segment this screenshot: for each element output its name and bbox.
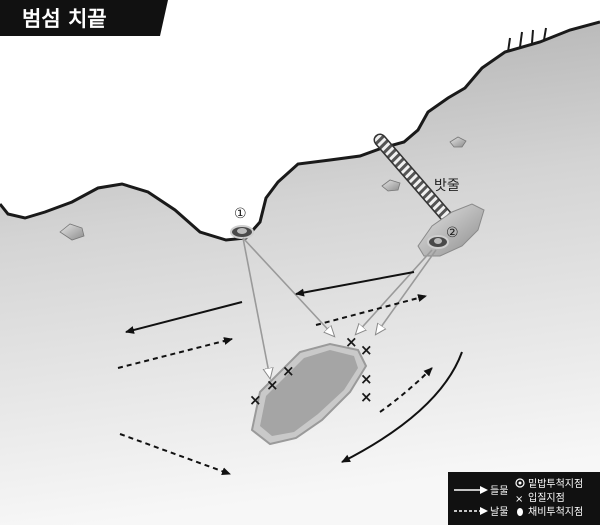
- bait-point-icon-dot: [518, 481, 522, 485]
- bite-mark: ×: [360, 388, 373, 406]
- incoming-tide-arrows: [125, 271, 463, 463]
- legend: 들물 날물 밑밥투척지점 × 입질지점 채비투척지점: [448, 472, 600, 525]
- legend-bait-point: 밑밥투척지점: [528, 478, 583, 490]
- legend-solid-arrowhead: [480, 486, 488, 494]
- bite-mark: ×: [360, 370, 373, 388]
- page-title: 범섬 치끝: [22, 7, 107, 31]
- shoreline-land: [0, 0, 600, 240]
- legend-dashed-arrowhead: [480, 507, 488, 515]
- bite-mark: ×: [249, 391, 262, 409]
- title-box: 범섬 치끝: [0, 0, 168, 36]
- bite-mark: ×: [266, 376, 279, 394]
- bait-point-icon: [515, 478, 525, 488]
- bite-point-marks: × × × × × × ×: [249, 333, 373, 409]
- shoreline-edge: [0, 20, 600, 242]
- cast-lines: [242, 237, 437, 378]
- bite-mark: ×: [360, 341, 373, 359]
- outgoing-tide-arrows: [117, 294, 433, 476]
- target-x-icon: ×: [515, 494, 523, 505]
- rope-label: 밧줄: [434, 178, 460, 194]
- submerged-rock: [250, 342, 368, 446]
- lure-point-icon: [517, 508, 523, 516]
- cliff-hatching: [507, 27, 547, 53]
- angler-marker-1: [230, 225, 254, 239]
- spot-2-label: ②: [446, 225, 459, 241]
- legend-incoming: 들물: [490, 485, 508, 497]
- legend-lure-point: 채비투척지점: [528, 506, 583, 518]
- spot-1-label: ①: [234, 206, 247, 222]
- bite-mark: ×: [282, 362, 295, 380]
- legend-target-point: 입질지점: [528, 491, 565, 504]
- bite-mark: ×: [345, 333, 358, 351]
- legend-outgoing: 날물: [490, 506, 508, 518]
- small-rocks: [59, 136, 467, 241]
- angler-marker-2: [427, 235, 449, 249]
- rope: [373, 133, 453, 223]
